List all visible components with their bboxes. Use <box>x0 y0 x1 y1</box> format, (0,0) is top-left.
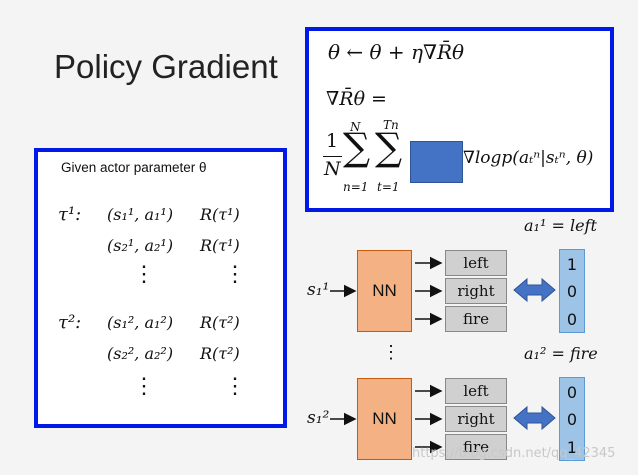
vector-entry: 1 <box>566 438 578 457</box>
state-action-pair: (s₂², a₂²) <box>107 344 174 363</box>
neural-network-box: NN <box>357 250 412 332</box>
state-action-pair: (s₂¹, a₂¹) <box>107 236 174 255</box>
double-arrow-icon <box>513 277 556 303</box>
action-fire: fire <box>445 434 507 460</box>
given-title: Given actor parameter θ <box>61 160 207 175</box>
action-fire: fire <box>445 306 507 332</box>
trajectory-reward: R(τ²) <box>200 313 240 332</box>
vector-entry: 0 <box>566 282 578 301</box>
action-label-top: a₁¹ = left <box>524 216 597 235</box>
update-rule: θ ← θ + η∇R̄θ <box>328 40 465 64</box>
state-action-pair: (s₁², a₁²) <box>107 313 174 332</box>
vector-entry: 0 <box>566 383 578 402</box>
vector-entry: 0 <box>566 310 578 329</box>
vertical-dots: ⋮ <box>133 262 155 287</box>
double-arrow-icon <box>513 405 556 431</box>
state-action-pair: (s₁¹, a₁¹) <box>107 205 174 224</box>
sum2-upper: Tn <box>383 118 399 132</box>
sum1-upper: N <box>350 120 361 134</box>
action-right: right <box>445 278 507 304</box>
trajectory-reward: R(τ¹) <box>200 236 240 255</box>
one-hot-vector: 0 0 1 <box>559 377 585 461</box>
sum1-lower: n=1 <box>343 180 369 194</box>
trajectory-reward: R(τ¹) <box>200 205 240 224</box>
action-left: left <box>445 250 507 276</box>
fraction-denominator: N <box>324 158 341 180</box>
watermark: https://blog.csdn.net/qq_42345 <box>412 446 616 461</box>
fraction-bar <box>323 156 342 157</box>
state-input-top: s₁¹ <box>307 280 330 300</box>
action-left: left <box>445 378 507 404</box>
given-actor-box <box>34 148 287 428</box>
state-input-bottom: s₁² <box>307 408 330 428</box>
sum2-symbol: ∑ <box>375 125 403 169</box>
trajectory-label: τ²: <box>58 312 82 333</box>
sum2-lower: t=1 <box>377 180 400 194</box>
action-right: right <box>445 406 507 432</box>
vector-entry: 0 <box>566 410 578 429</box>
fraction-numerator: 1 <box>326 130 339 152</box>
reward-placeholder-box <box>410 141 463 183</box>
vertical-dots: ⋮ <box>382 342 400 363</box>
neural-network-box: NN <box>357 378 412 460</box>
log-prob-term: ∇logp(aₜⁿ|sₜⁿ, θ) <box>463 148 594 168</box>
gradient-label: ∇R̄θ = <box>326 88 387 110</box>
vertical-dots: ⋮ <box>224 262 246 287</box>
vertical-dots: ⋮ <box>224 374 246 399</box>
vector-entry: 1 <box>566 255 578 274</box>
one-hot-vector: 1 0 0 <box>559 249 585 333</box>
action-label-bottom: a₁² = fire <box>524 344 598 363</box>
slide-title: Policy Gradient <box>54 48 278 85</box>
trajectory-reward: R(τ²) <box>200 344 240 363</box>
trajectory-label: τ¹: <box>58 204 82 225</box>
sum1-symbol: ∑ <box>343 125 371 169</box>
vertical-dots: ⋮ <box>133 374 155 399</box>
